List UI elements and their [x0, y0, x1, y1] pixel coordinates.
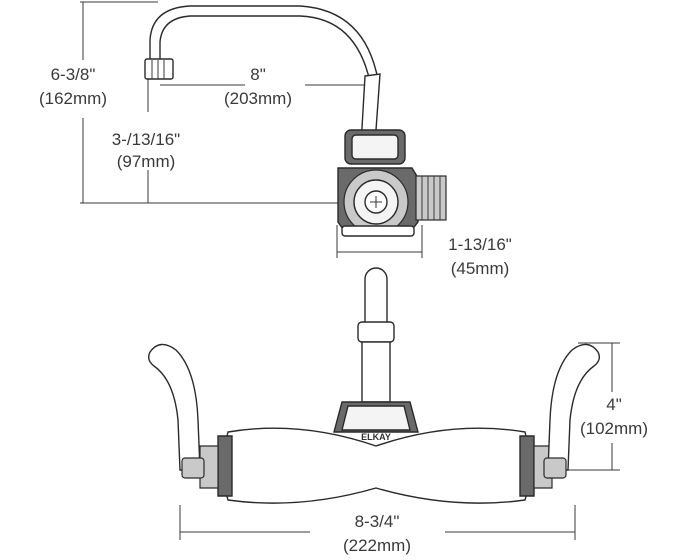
brand-mark: ELKAY — [361, 432, 391, 442]
side-valve-body — [337, 129, 419, 237]
spout-height-label: 3-/13/16" (97mm) — [112, 130, 180, 171]
total-height-label: 6-3/8" (162mm) — [39, 65, 107, 108]
overall-width-imperial: 8-3/4" — [355, 512, 400, 531]
total-height-imperial: 6-3/8" — [51, 65, 96, 84]
right-handle — [543, 343, 601, 479]
front-dimension-lines — [179, 342, 620, 540]
side-dimension-lines — [80, 1, 423, 258]
front-body: ELKAY — [199, 401, 553, 504]
body-depth-imperial: 1-13/16" — [448, 235, 512, 254]
side-view: 6-3/8" (162mm) 8" (203mm) 3-/13/16" (97m… — [39, 1, 512, 278]
spout-reach-metric: (203mm) — [224, 89, 292, 108]
handle-height-imperial: 4" — [606, 395, 622, 414]
total-height-metric: (162mm) — [39, 89, 107, 108]
overall-width-label: 8-3/4" (222mm) — [343, 512, 411, 555]
spout-reach-label: 8" (203mm) — [224, 65, 292, 108]
overall-width-metric: (222mm) — [343, 536, 411, 555]
spout-height-imperial: 3-/13/16" — [112, 130, 180, 149]
body-depth-label: 1-13/16" (45mm) — [448, 235, 512, 278]
threaded-inlet — [415, 175, 447, 221]
handle-height-label: 4" (102mm) — [580, 395, 648, 438]
body-depth-metric: (45mm) — [451, 259, 510, 278]
handle-height-metric: (102mm) — [580, 419, 648, 438]
left-handle — [147, 343, 205, 479]
spout-reach-imperial: 8" — [250, 65, 266, 84]
front-view: ELKAY 4" (102mm) 8-3/4" (222mm) — [147, 267, 648, 555]
front-spout — [357, 267, 395, 403]
spout-height-metric: (97mm) — [117, 152, 176, 171]
